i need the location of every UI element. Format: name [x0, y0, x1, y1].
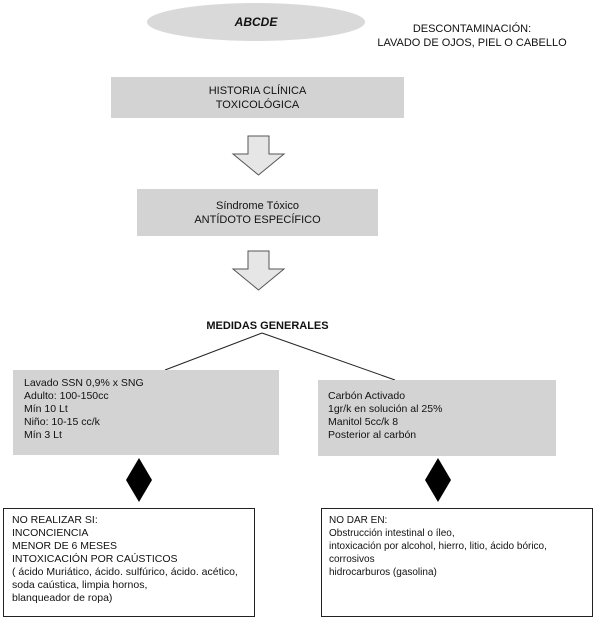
decision-diamond-left — [126, 458, 152, 502]
down-arrow-2 — [231, 250, 286, 291]
abcde-oval: ABCDE — [147, 3, 365, 41]
no-dar-box: NO DAR EN: Obstrucción intestinal o íleo… — [321, 508, 593, 617]
decontamination-detail: LAVADO DE OJOS, PIEL O CABELLO — [377, 37, 567, 49]
left-box-line: Mín 10 Lt — [24, 403, 68, 415]
no-dar-line: corrosivos — [329, 554, 375, 565]
no-dar-line: NO DAR EN: — [329, 515, 388, 526]
left-box-line: Mín 3 Lt — [24, 429, 62, 441]
decontamination-title: DESCONTAMINACIÓN: — [412, 23, 532, 35]
sindrome-line-1: Síndrome Tóxico — [216, 199, 299, 212]
no-realizar-line: NO REALIZAR SI: — [12, 514, 98, 526]
no-realizar-line: MENOR DE 6 MESES — [12, 540, 118, 552]
no-dar-line: intoxicación por alcohol, hierro, litio,… — [329, 541, 547, 552]
down-arrow-1 — [231, 135, 286, 176]
medidas-generales-label: MEDIDAS GENERALES — [206, 320, 329, 332]
no-realizar-line: INTOXICACIÓN POR CAÚSTICOS — [12, 553, 178, 565]
right-box-line: Posterior al carbón — [328, 429, 417, 441]
right-box-line: Manitol 5cc/k 8 — [328, 416, 399, 428]
right-box-line: Carbón Activado — [328, 390, 406, 402]
decontamination-note: DESCONTAMINACIÓN: LAVADO DE OJOS, PIEL O… — [372, 22, 572, 50]
branch-line-left — [164, 332, 263, 371]
left-box-line: Lavado SSN 0,9% x SNG — [24, 377, 144, 389]
historia-clinica-box: HISTORIA CLÍNICA TOXICOLÓGICA — [111, 77, 404, 118]
abcde-label: ABCDE — [234, 15, 278, 29]
left-box-line: Niño: 10-15 cc/k — [24, 416, 100, 428]
left-box-line: Adulto: 100-150cc — [24, 390, 109, 402]
sindrome-line-2: ANTÍDOTO ESPECÍFICO — [194, 213, 321, 226]
sindrome-toxico-box: Síndrome Tóxico ANTÍDOTO ESPECÍFICO — [137, 189, 378, 236]
right-box-line: 1gr/k en solución al 25% — [328, 403, 443, 415]
no-dar-line: hidrocarburos (gasolina) — [329, 567, 437, 578]
historia-line-2: TOXICOLÓGICA — [215, 98, 300, 111]
no-realizar-line: INCONCIENCIA — [12, 527, 89, 539]
no-realizar-line: ( ácido Muriático, ácido. sulfúrico, áci… — [12, 566, 238, 578]
no-realizar-box: NO REALIZAR SI: INCONCIENCIA MENOR DE 6 … — [3, 508, 255, 617]
no-realizar-line: blanqueador de ropa) — [12, 592, 113, 604]
no-realizar-line: soda caústica, limpia hornos, — [12, 579, 148, 591]
carbon-activado-box: Carbón Activado 1gr/k en solución al 25%… — [318, 380, 556, 456]
historia-line-1: HISTORIA CLÍNICA — [208, 84, 307, 97]
decision-diamond-right — [425, 458, 451, 502]
lavado-gastrico-box: Lavado SSN 0,9% x SNG Adulto: 100-150cc … — [13, 370, 279, 455]
no-dar-line: Obstrucción intestinal o íleo, — [329, 528, 455, 539]
branch-line-right — [261, 332, 396, 381]
